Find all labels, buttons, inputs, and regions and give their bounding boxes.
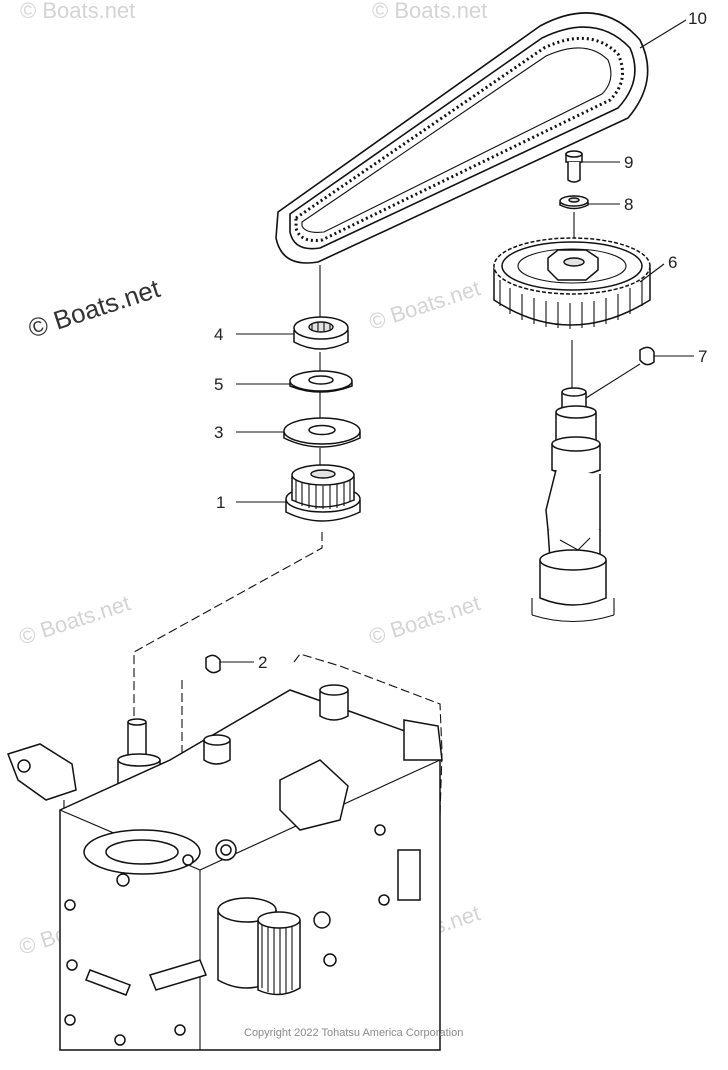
- cam-pulley-part-6: [493, 237, 651, 329]
- watermark-main: © Boats.net: [25, 273, 165, 344]
- watermark: © Boats.net: [20, 0, 135, 23]
- callout-5: 5: [214, 375, 223, 394]
- washer-part-5: [289, 370, 353, 393]
- bolt-part-9: [565, 150, 583, 183]
- callout-9: 9: [624, 153, 633, 172]
- callout-10: 10: [688, 9, 707, 28]
- engine-block: [7, 653, 443, 1051]
- watermark: © Boats.net: [366, 275, 483, 334]
- callout-1: 1: [216, 493, 225, 512]
- callout-4: 4: [214, 325, 223, 344]
- watermark: © Boats.net: [372, 0, 487, 23]
- timing-belt: [275, 12, 649, 264]
- callout-2: 2: [258, 653, 267, 672]
- plate-part-3: [283, 417, 361, 448]
- watermark: © Boats.net: [16, 590, 133, 649]
- callout-3: 3: [214, 423, 223, 442]
- callout-7: 7: [698, 347, 707, 366]
- crank-pulley-part-1: [285, 464, 361, 522]
- copyright-notice: Copyright 2022 Tohatsu America Corporati…: [244, 1027, 463, 1039]
- callouts: 10 9 8 6 7 4 5 3 1 2: [214, 9, 707, 672]
- watermark: © Boats.net: [366, 590, 483, 649]
- key-part-7: [639, 346, 655, 366]
- camshaft: [531, 387, 615, 622]
- callout-8: 8: [624, 195, 633, 214]
- key-part-2: [205, 654, 221, 674]
- nut-part-4: [293, 316, 349, 350]
- callout-6: 6: [668, 253, 677, 272]
- washer-part-8: [559, 195, 589, 210]
